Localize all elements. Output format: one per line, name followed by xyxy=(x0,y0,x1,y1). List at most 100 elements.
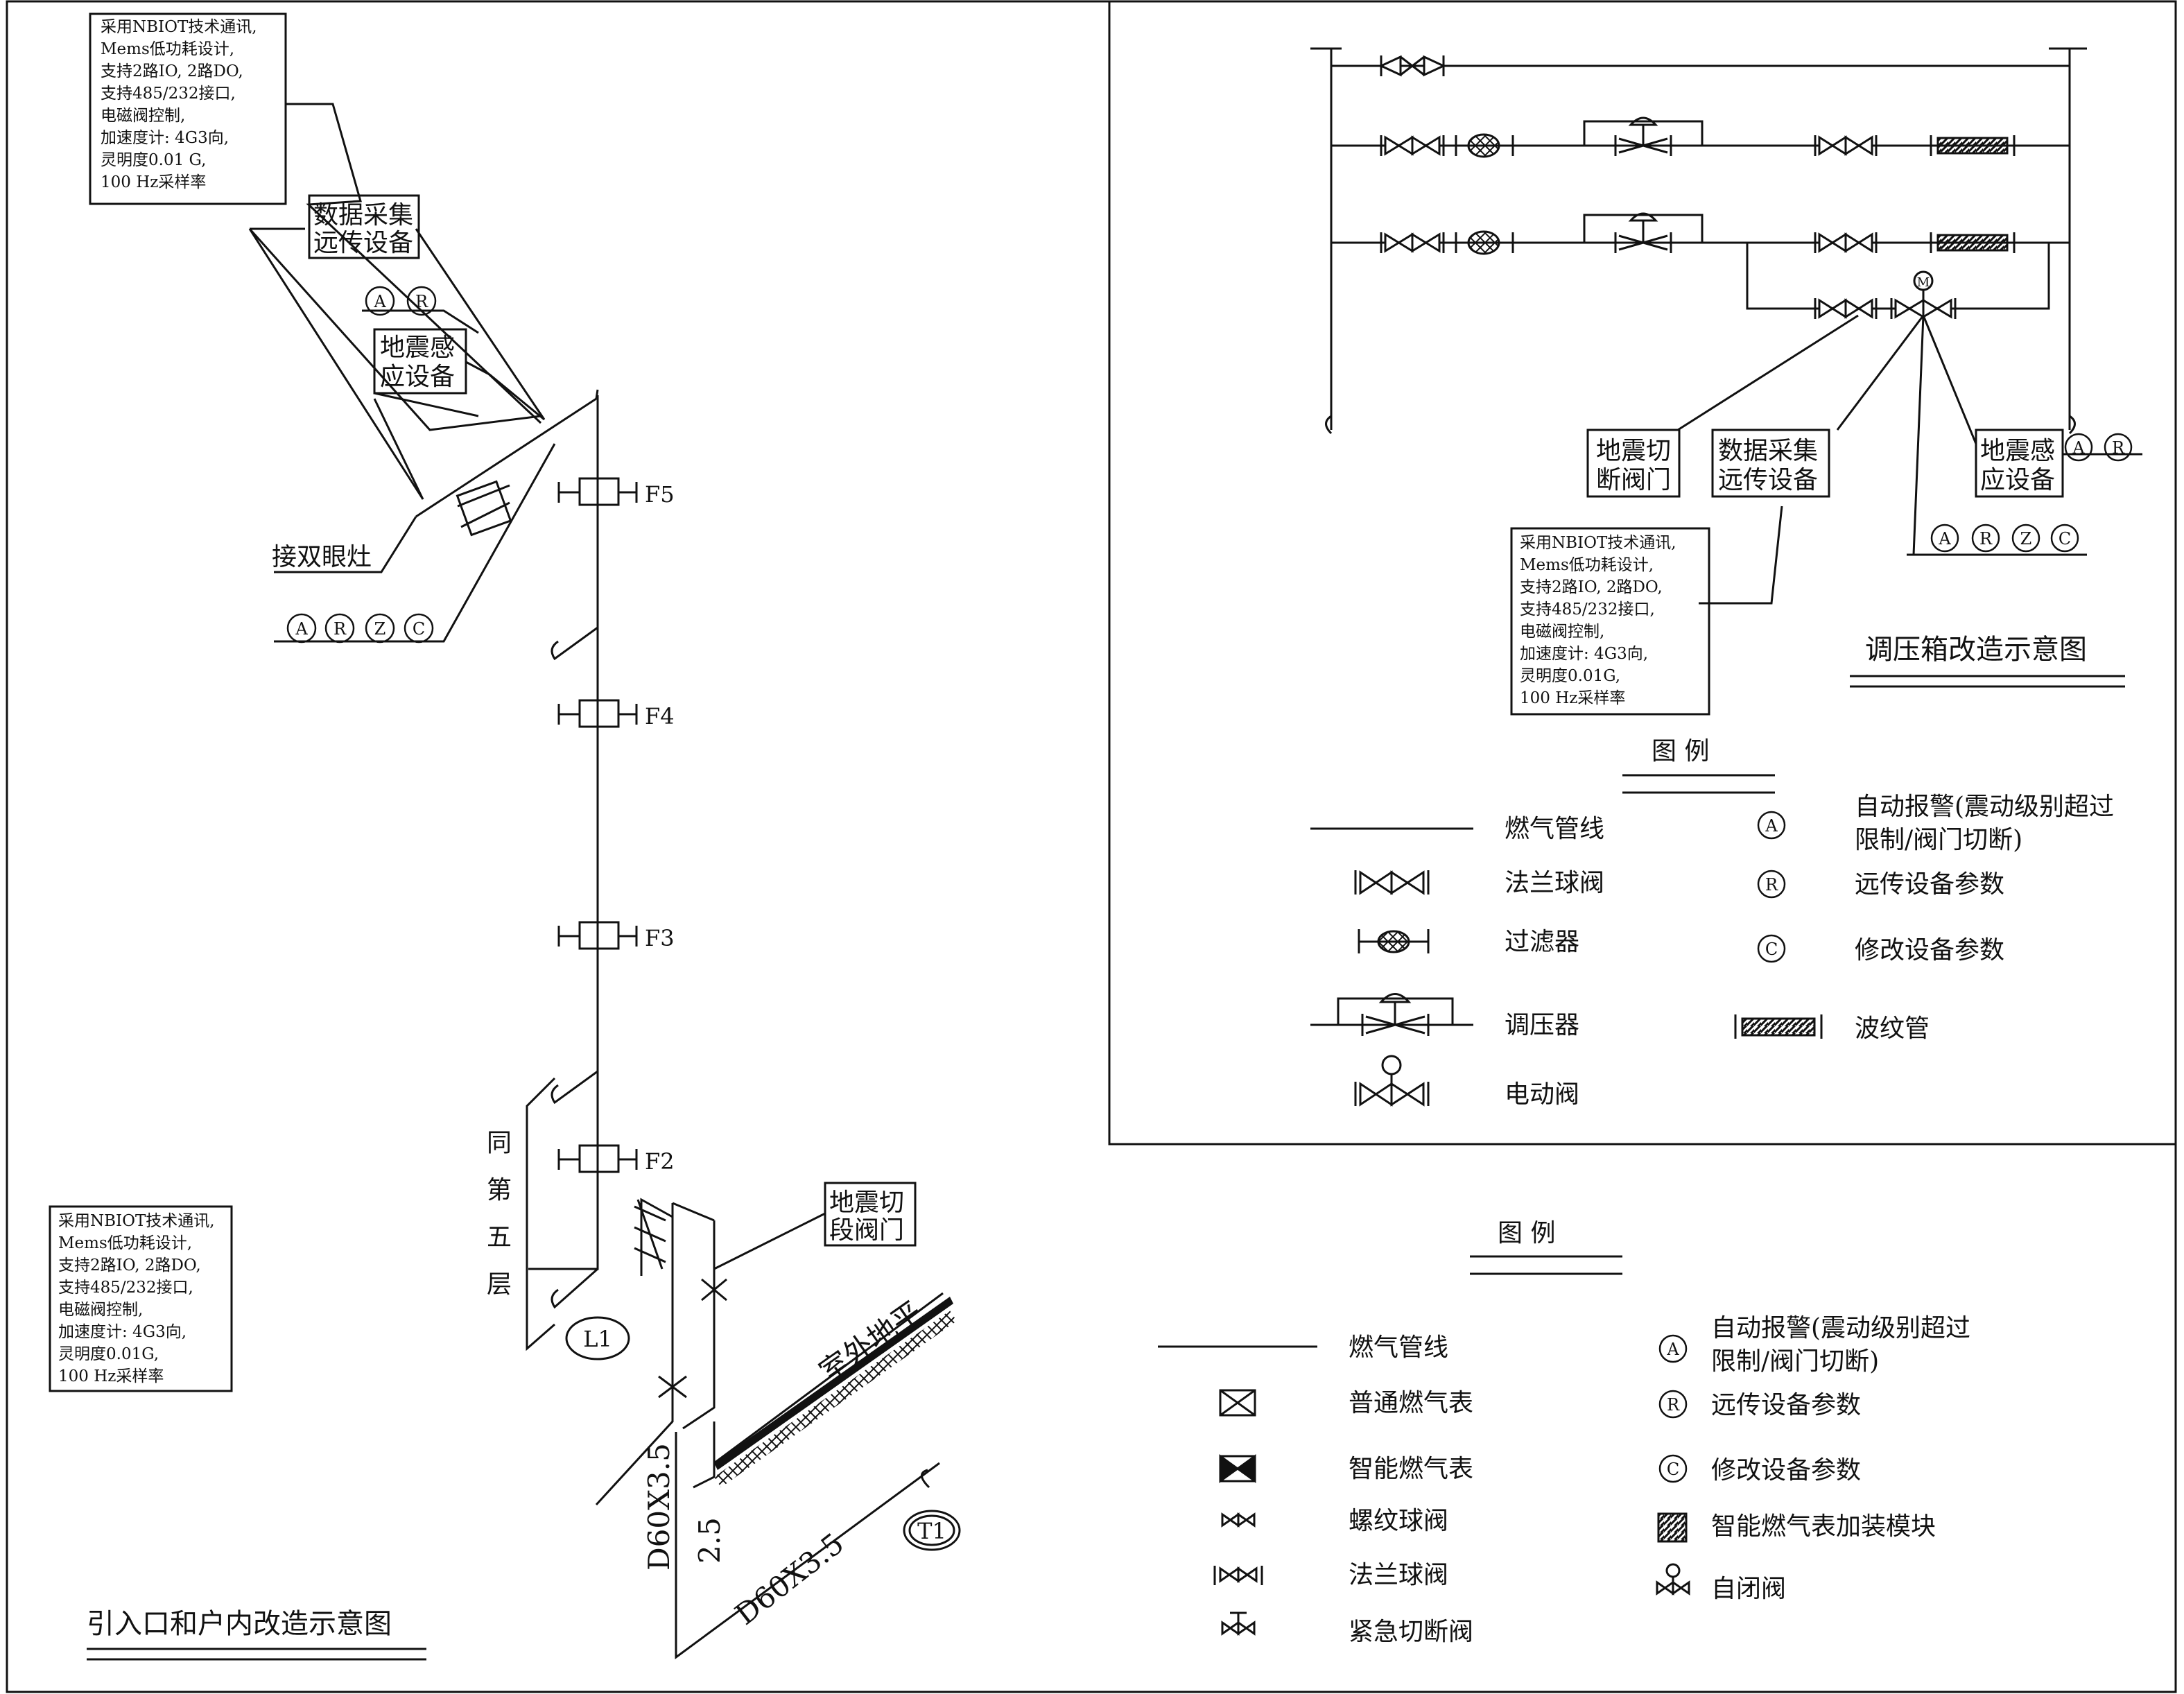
right-shutoff-line-1: 地震切 xyxy=(1596,437,1671,465)
left-spec2-line-8: 100 Hz采样率 xyxy=(58,1367,164,1385)
inlet-tag-ring xyxy=(903,1510,961,1551)
left-spec-line-6: 加速度计: 4G3向, xyxy=(101,129,229,147)
left-spec-line-1: 采用NBIOT技术通讯, xyxy=(101,18,257,36)
left-shutoff-line-1: 地震切 xyxy=(829,1189,904,1217)
floor-label-f2: F2 xyxy=(645,1148,675,1175)
stove-label: 接双眼灶 xyxy=(272,543,372,571)
row3-flange-valve xyxy=(1380,232,1445,253)
ground-hatch xyxy=(714,1297,957,1487)
right-spec-line-2: Mems低功耗设计, xyxy=(1520,556,1654,574)
left-spec2-line-3: 支持2路IO, 2路DO, xyxy=(58,1256,201,1274)
left-seismic-line-2: 应设备 xyxy=(380,363,455,391)
right-seismic-line-2: 应设备 xyxy=(1980,466,2055,494)
regulator-legend-item-2: 法兰球阀 xyxy=(1505,869,1604,897)
threaded-ball-valve-icon xyxy=(1221,1512,1256,1528)
bottom-legend-code-a-line-2: 限制/阀门切断) xyxy=(1711,1347,1879,1376)
row3-regulator xyxy=(1583,212,1704,253)
right-side-codes xyxy=(1930,433,2133,553)
left-spec-line-7: 灵明度0.01 G, xyxy=(101,151,206,169)
regulator-legend-bellows-label: 波纹管 xyxy=(1855,1014,1930,1043)
row3-bellows xyxy=(1930,232,2016,253)
right-data-device-line-2: 远传设备 xyxy=(1718,466,1818,494)
regulator-diagram-title: 调压箱改造示意图 xyxy=(1865,634,2087,666)
legend-filter-symbol xyxy=(1358,929,1430,953)
regulator-title-underline xyxy=(1850,675,2125,688)
pipe-vertical-spec: D60X3.5 xyxy=(642,1443,676,1571)
bypass-electric-valve xyxy=(1890,270,1957,319)
left-spec-line-3: 支持2路IO, 2路DO, xyxy=(101,62,243,80)
leader-spec-note xyxy=(286,103,542,424)
riser-tag: L1 xyxy=(583,1326,612,1352)
floor-meter-f3 xyxy=(557,921,638,950)
emergency-shutoff-valve-icon xyxy=(1221,1611,1256,1636)
left-spec2-line-7: 灵明度0.01G, xyxy=(58,1345,159,1363)
floor-meter-f4 xyxy=(557,699,638,728)
bottom-legend-code-r: R xyxy=(1667,1395,1680,1415)
regulator-legend-code-a: A xyxy=(1765,816,1778,836)
left-spec-note-box xyxy=(89,12,287,205)
right-spec-line-4: 支持485/232接口, xyxy=(1520,600,1655,619)
bottom-legend-module-label: 智能燃气表加装模块 xyxy=(1711,1512,1936,1541)
row2-regulator xyxy=(1583,116,1704,156)
row2-flange-valve xyxy=(1380,135,1445,156)
regulator-legend-code-r-label: 远传设备参数 xyxy=(1855,870,2004,899)
row2-flange-valve-2 xyxy=(1814,135,1878,156)
bypass-flange-valve xyxy=(1814,298,1878,319)
left-shutoff-line-2: 段阀门 xyxy=(829,1216,904,1245)
right-spec-line-1: 采用NBIOT技术通讯, xyxy=(1520,534,1676,552)
regulator-panel-border xyxy=(1108,1,2176,1146)
meter-module-icon xyxy=(1657,1512,1688,1543)
left-bottom-codes xyxy=(286,613,434,643)
left-title-underline xyxy=(87,1648,426,1661)
bottom-legend-item-2: 普通燃气表 xyxy=(1349,1389,1473,1417)
left-seismic-device-box xyxy=(373,328,467,395)
floor-label-f5: F5 xyxy=(645,481,675,508)
right-side-code-a: A xyxy=(2072,438,2085,458)
left-bottom-code-a: A xyxy=(295,619,308,639)
left-spec-line-2: Mems低功耗设计, xyxy=(101,40,234,58)
left-top-code-r: R xyxy=(415,292,428,311)
pipe-break-mark xyxy=(551,1070,598,1105)
smart-gas-meter-icon xyxy=(1219,1454,1256,1483)
row3-filter xyxy=(1467,230,1500,255)
left-spec2-line-5: 电磁阀控制, xyxy=(58,1301,143,1319)
row2-bellows xyxy=(1930,135,2016,156)
bottom-legend-code-c: C xyxy=(1667,1460,1679,1479)
right-data-device-line-1: 数据采集 xyxy=(1718,437,1818,465)
left-diagram-title: 引入口和户内改造示意图 xyxy=(87,1608,392,1640)
shutoff-valve-symbol xyxy=(701,1274,727,1305)
inlet-pipe xyxy=(675,1432,940,1659)
main-riser xyxy=(528,395,599,1270)
pipe-break-mark xyxy=(551,626,598,661)
left-bottom-code-r: R xyxy=(333,619,347,639)
bottom-legend-code-r-label: 远传设备参数 xyxy=(1711,1391,1861,1419)
regulator-legend-item-4: 调压器 xyxy=(1505,1011,1579,1039)
bottom-legend-self-closing-label: 自闭阀 xyxy=(1711,1575,1786,1603)
flange-ball-valve-icon xyxy=(1213,1566,1263,1585)
same-floor-char-3: 五 xyxy=(487,1223,512,1252)
left-spec-note-box-2 xyxy=(49,1205,233,1392)
same-floor-char-4: 层 xyxy=(487,1270,512,1299)
regulator-legend: 图 例 燃气管线 法兰球阀 过滤器 调压器 电动阀 A 自动报警(震动级别超过 xyxy=(1310,737,2114,1109)
lower-riser xyxy=(595,1203,674,1506)
bottom-legend-item-5: 法兰球阀 xyxy=(1349,1561,1448,1589)
right-bottom-code-c: C xyxy=(2059,529,2071,548)
pipe-horizontal-spec: D60X3.5 xyxy=(729,1526,850,1632)
sheet-border xyxy=(6,0,2177,1693)
regulator-legend-code-a-line-2: 限制/阀门切断) xyxy=(1855,826,2022,854)
regulator-legend-code-c: C xyxy=(1765,940,1778,959)
regulator-legend-item-1: 燃气管线 xyxy=(1505,815,1604,843)
right-shutoff-valve-box xyxy=(1586,429,1681,498)
left-diagram xyxy=(89,12,961,1659)
right-bottom-code-r: R xyxy=(1979,529,1993,548)
riser-tag-ring xyxy=(565,1316,630,1360)
right-seismic-device-box xyxy=(1975,429,2064,498)
right-spec-line-5: 电磁阀控制, xyxy=(1520,623,1604,641)
left-data-device-line-1: 数据采集 xyxy=(313,201,413,230)
same-floor-char-2: 第 xyxy=(487,1176,512,1204)
bottom-legend: 图 例 燃气管线 普通燃气表 智能燃气表 螺纹球阀 法兰球阀 紧急切断阀 A 自 xyxy=(1158,1219,1970,1646)
left-spec2-line-4: 支持485/232接口, xyxy=(58,1279,193,1297)
left-spec2-line-1: 采用NBIOT技术通讯, xyxy=(58,1212,215,1230)
right-side-code-r: R xyxy=(2112,438,2125,458)
